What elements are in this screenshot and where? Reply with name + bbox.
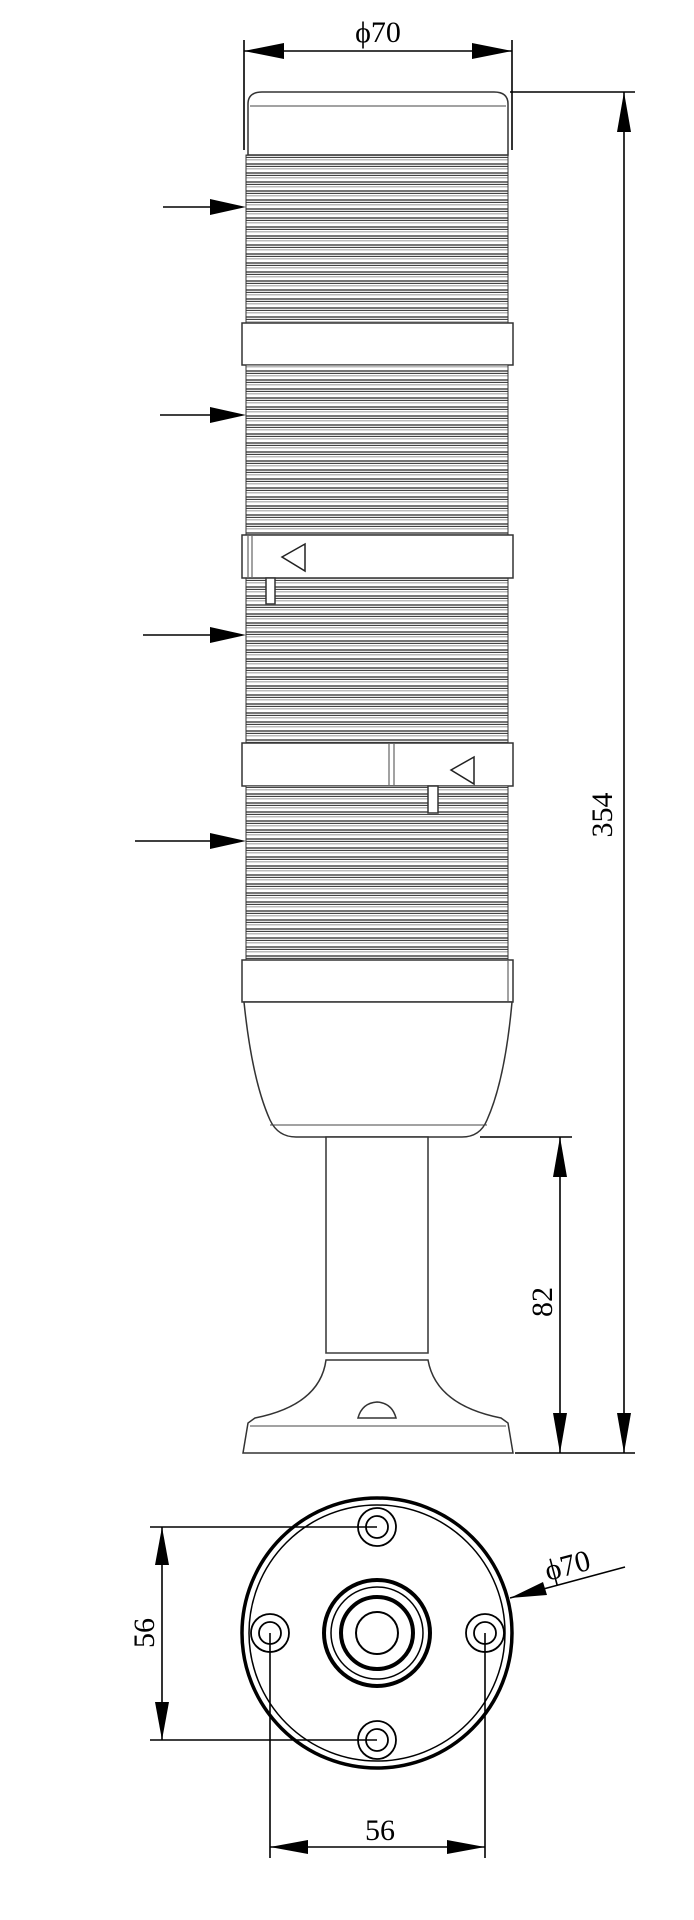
tier-4-lens xyxy=(245,785,509,961)
tier-2-lens xyxy=(245,364,509,536)
arrow-right-icon xyxy=(210,833,246,849)
arrowhead-icon xyxy=(155,1527,169,1565)
arrowhead-icon xyxy=(553,1137,567,1177)
arrow-right-icon xyxy=(210,407,246,423)
arrow-right-icon xyxy=(210,627,246,643)
tier-1-lens xyxy=(245,154,509,324)
cable-hole xyxy=(357,1401,397,1419)
horizontal-spacing-label: 56 xyxy=(365,1814,395,1847)
arrowhead-icon xyxy=(617,92,631,132)
base-housing xyxy=(243,1001,513,1138)
center-boss xyxy=(322,1578,432,1688)
vertical-spacing-dimension: 56 xyxy=(128,1526,377,1741)
arrowhead-icon xyxy=(244,43,284,59)
arrowhead-icon xyxy=(447,1840,485,1854)
triangle-marker-icon xyxy=(280,542,306,573)
tier-band-1 xyxy=(241,322,514,366)
cable-entry-hole xyxy=(355,1611,399,1655)
arrowhead-icon xyxy=(472,43,512,59)
base-outline xyxy=(240,1496,514,1770)
arrowhead-icon xyxy=(510,1582,547,1598)
mounting-pole xyxy=(325,1136,429,1354)
latch-tab xyxy=(427,785,439,814)
base-diameter-label: ϕ70 xyxy=(541,1544,594,1588)
base-diameter-dimension: ϕ70 xyxy=(509,1544,626,1599)
arrowhead-icon xyxy=(553,1413,567,1453)
vertical-spacing-label: 56 xyxy=(128,1618,161,1648)
arrow-right-icon xyxy=(210,199,246,215)
arrowhead-icon xyxy=(617,1413,631,1453)
top-diameter-dimension: ϕ70 xyxy=(243,16,513,150)
arrowhead-icon xyxy=(270,1840,308,1854)
side-view: ϕ70 xyxy=(135,16,635,1454)
arrowhead-icon xyxy=(155,1702,169,1740)
overall-height-label: 354 xyxy=(586,793,619,838)
bottom-view: 56 56 ϕ70 xyxy=(128,1496,626,1858)
triangle-marker-icon xyxy=(449,755,475,786)
overall-height-dimension: 354 xyxy=(510,91,635,1454)
top-cap xyxy=(247,91,509,156)
top-diameter-label: ϕ70 xyxy=(355,16,401,49)
tier-3-lens xyxy=(245,577,509,744)
base-band xyxy=(241,959,514,1003)
pole-height-dimension: 82 xyxy=(480,1136,572,1453)
horizontal-spacing-dimension: 56 xyxy=(269,1633,486,1858)
latch-tab xyxy=(265,577,276,605)
pole-height-label: 82 xyxy=(526,1287,559,1317)
indicator-arrows xyxy=(135,199,246,849)
